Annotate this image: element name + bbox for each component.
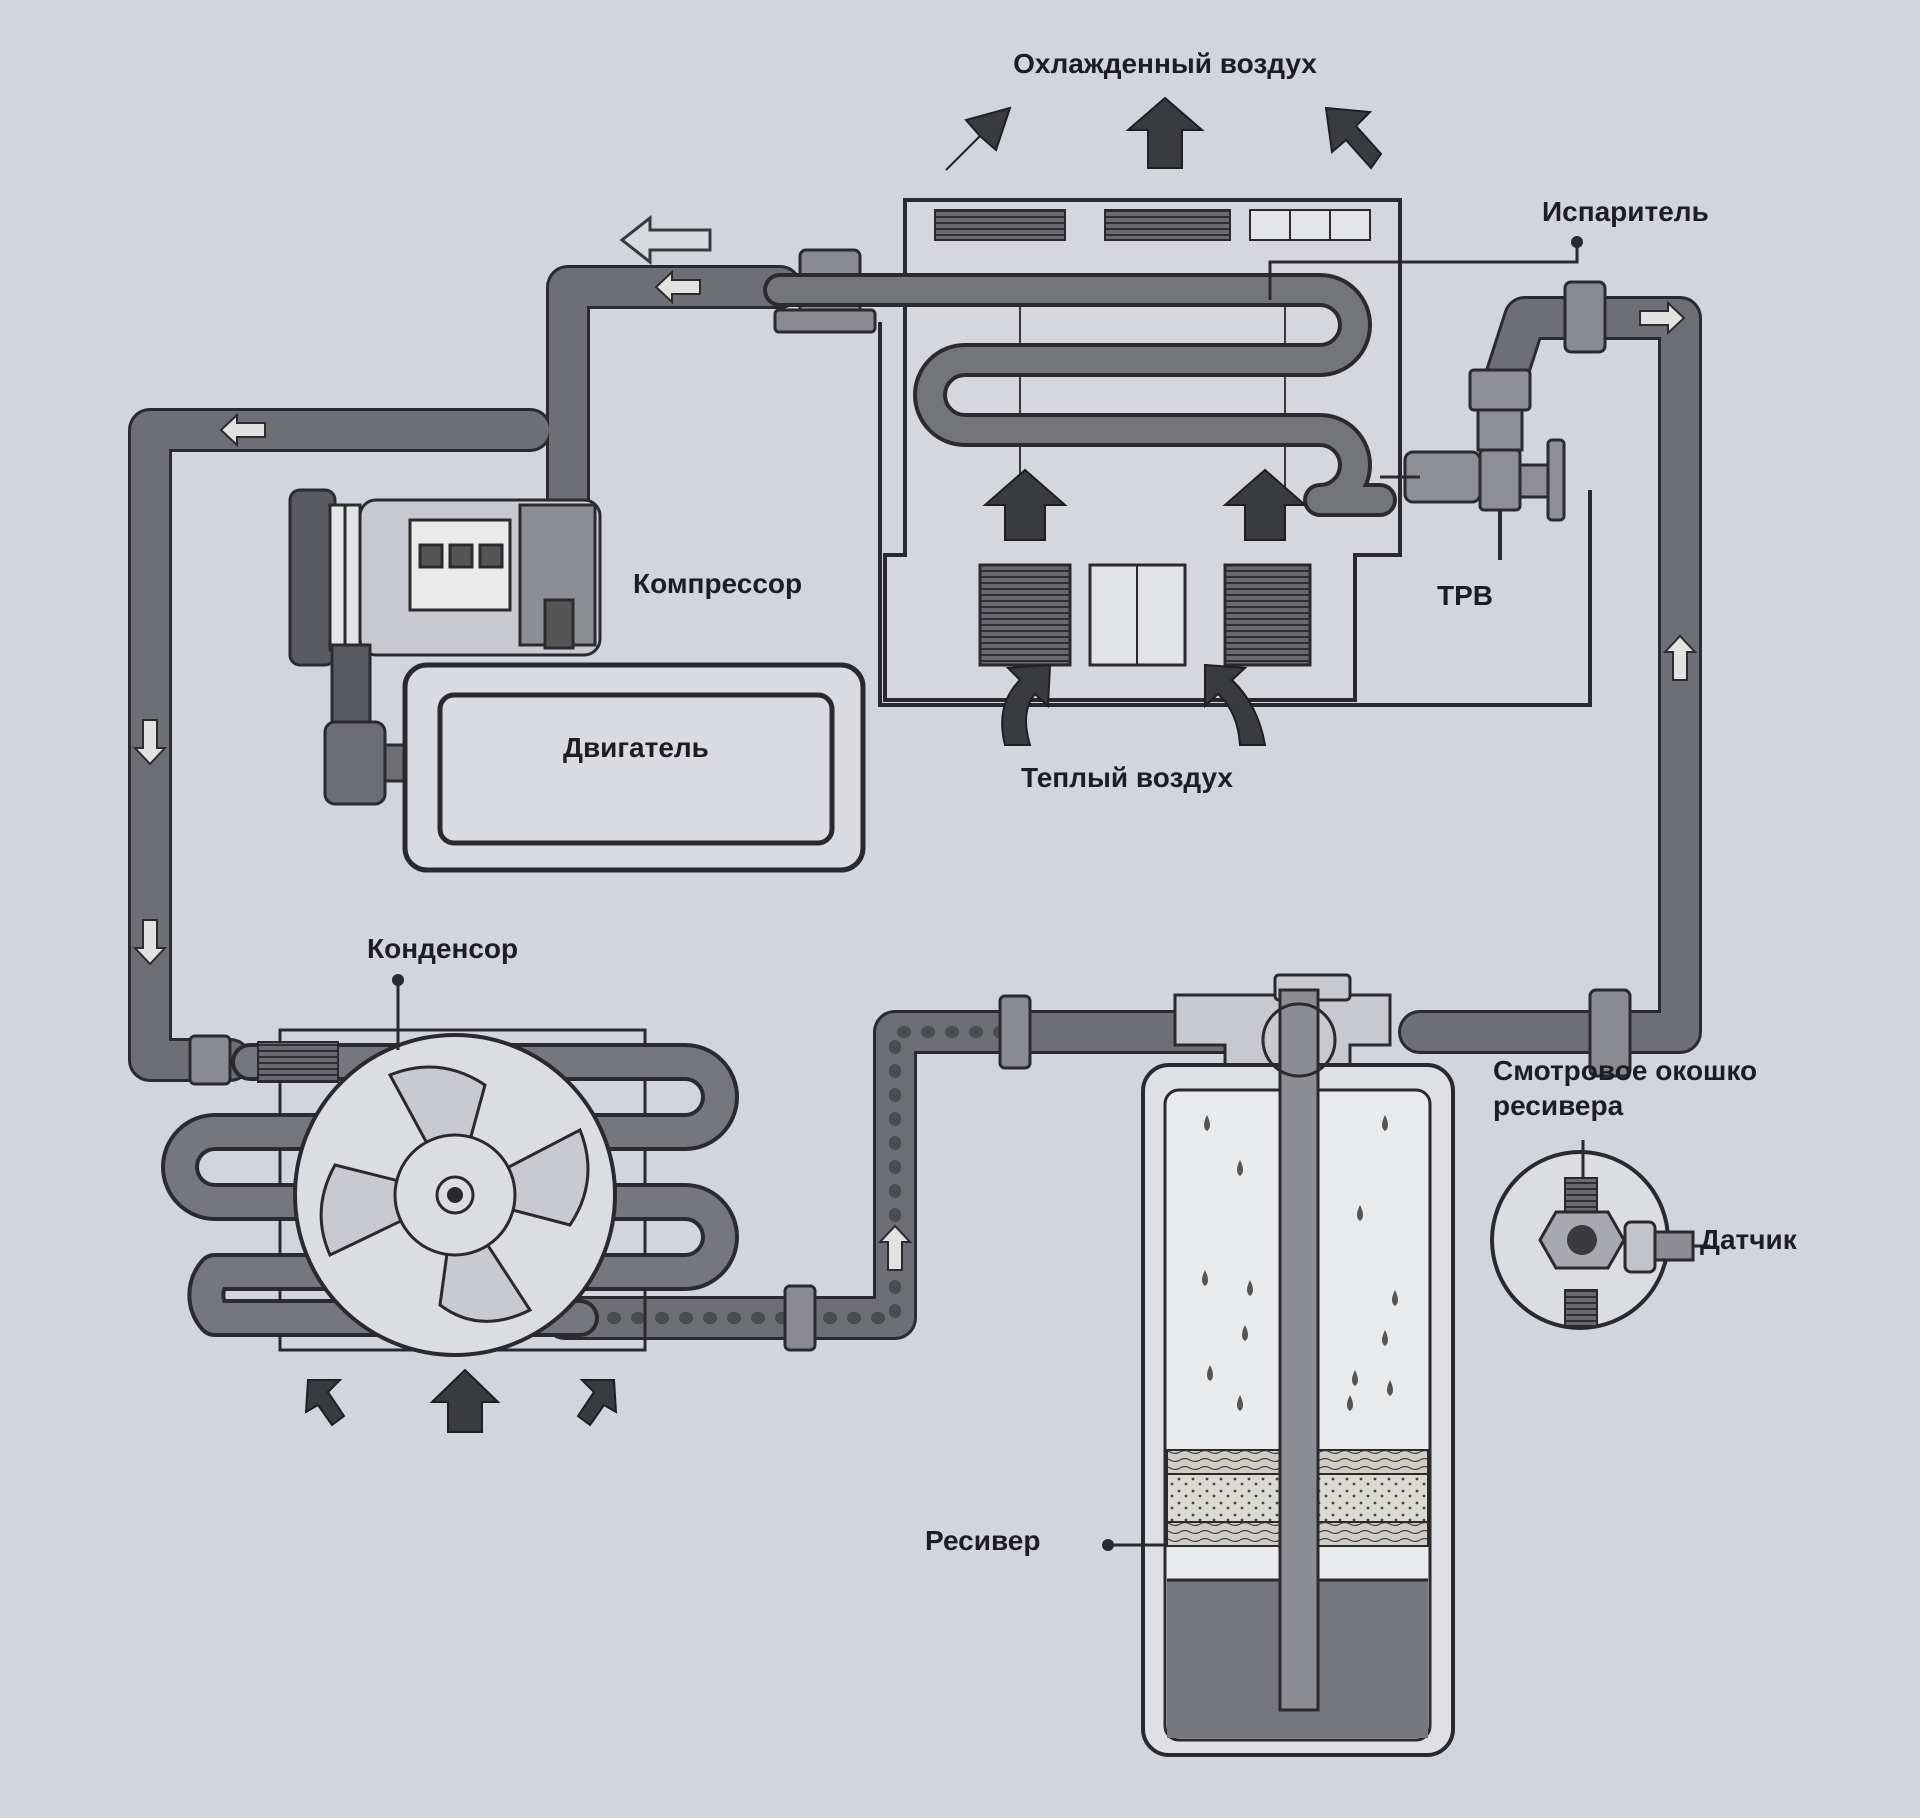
block-arrow-icon xyxy=(576,1379,618,1427)
label-sensor: Датчик xyxy=(1700,1224,1797,1255)
flow-arrows xyxy=(132,269,1698,1271)
block-arrow-icon xyxy=(945,106,1012,171)
label-trv: ТРВ xyxy=(1437,580,1493,611)
receiver-pointer xyxy=(1102,1539,1167,1551)
flow-arrow-icon xyxy=(619,214,712,266)
label-evaporator: Испаритель xyxy=(1542,196,1709,227)
droplet-icon xyxy=(1202,1115,1398,1411)
label-engine: Двигатель xyxy=(563,732,709,763)
flow-arrow-icon xyxy=(219,412,266,448)
drive-belt xyxy=(323,643,412,806)
evaporator-unit xyxy=(763,198,1402,702)
flow-arrow-icon xyxy=(1639,300,1686,336)
fan-icon xyxy=(293,1033,617,1357)
label-condenser: Конденсор xyxy=(367,933,519,964)
condenser xyxy=(161,1028,739,1357)
block-arrow-icon xyxy=(429,1368,501,1433)
block-arrow-icon xyxy=(1125,96,1205,169)
label-sight-glass-line1: Смотровое окошко xyxy=(1493,1055,1758,1086)
compressor xyxy=(288,488,602,667)
label-compressor: Компрессор xyxy=(633,568,803,599)
label-warm-air: Теплый воздух xyxy=(1021,762,1233,793)
evaporator-pointer xyxy=(1268,236,1583,300)
block-arrow-icon xyxy=(1324,106,1383,170)
pipe-suction xyxy=(546,265,802,522)
condenser-pointer xyxy=(392,974,404,1050)
block-arrow-icon xyxy=(1222,468,1308,541)
flow-arrow-icon xyxy=(1662,634,1698,681)
expansion-valve xyxy=(1403,368,1566,560)
airflow-arrows xyxy=(304,96,1383,1433)
flow-arrow-icon xyxy=(132,919,168,966)
receiver xyxy=(1141,973,1455,1757)
label-cooled-air: Охлажденный воздух xyxy=(1013,48,1317,79)
block-arrow-icon xyxy=(1001,663,1052,746)
engine xyxy=(402,662,866,873)
flow-arrow-icon xyxy=(654,269,701,305)
sight-glass-detail xyxy=(1490,1140,1710,1330)
flow-arrow-icon xyxy=(877,1224,913,1271)
flow-arrow-icon xyxy=(132,719,168,766)
block-arrow-icon xyxy=(304,1379,346,1427)
block-arrow-icon xyxy=(1204,663,1267,746)
block-arrow-icon xyxy=(982,468,1068,541)
label-sight-glass-line2: ресивера xyxy=(1493,1090,1624,1121)
pipe-liquid-line xyxy=(1398,296,1702,1054)
label-receiver: Ресивер xyxy=(925,1525,1041,1556)
